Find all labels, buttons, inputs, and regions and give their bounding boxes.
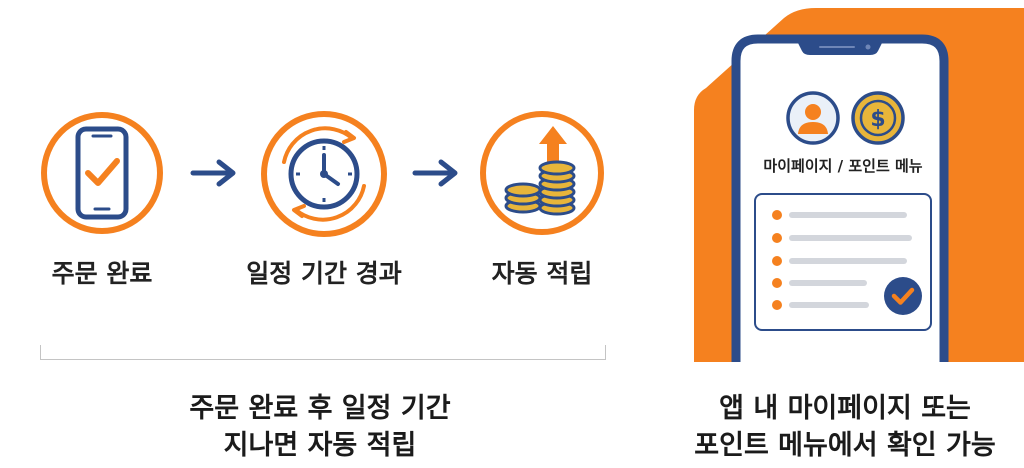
flow-caption-line1: 주문 완료 후 일정 기간 [189,393,451,424]
arrow-right-icon [190,159,236,187]
check-badge-icon [884,277,922,315]
points-list-lines [772,210,912,310]
clock-icon [261,111,387,237]
menu-label: 마이페이지 / 포인트 메뉴 [763,157,923,175]
flow-caption-line2: 지나면 자동 적립 [223,430,417,461]
svg-text:$: $ [870,107,885,132]
step-label-auto-accrual: 자동 적립 [491,259,593,288]
step-label-period-elapsed: 일정 기간 경과 [246,259,402,288]
phone-panel: $ 마이페이지 / 포인트 메뉴 앱 내 마이페이지 또는 포인트 메뉴에서 확… [666,0,1024,468]
coin-dollar-icon: $ [851,91,905,145]
phone-caption-line1: 앱 내 마이페이지 또는 [719,393,971,424]
avatar-icon [786,91,840,145]
bracket-divider [40,345,606,360]
phone-caption-line2: 포인트 메뉴에서 확인 가능 [694,430,996,461]
coins-arrow-icon [480,111,604,235]
flow-panel: 주문 완료 일정 기간 경과 자동 적립 주문 완료 후 일정 기간 지나면 자… [40,111,606,461]
phone-check-icon [41,112,163,234]
arrow-right-icon [412,159,458,187]
step-label-order-complete: 주문 완료 [51,259,153,288]
